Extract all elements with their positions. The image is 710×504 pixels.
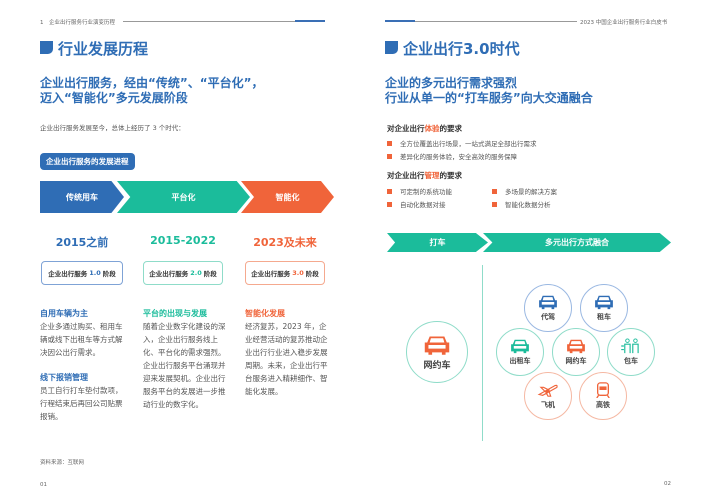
item-text: 全方位覆盖出行场景，一站式满足全部出行需求 <box>400 140 537 148</box>
stage3-heading: 智能化发展 <box>245 309 285 318</box>
experience-heading: 对企业出行体验的要求 <box>387 123 462 134</box>
circle-label: 飞机 <box>541 401 555 409</box>
header-accent <box>295 20 325 22</box>
management-item: 多场景的解决方案 <box>492 186 557 196</box>
page-number-left: 01 <box>40 482 47 488</box>
people-icon <box>620 338 642 354</box>
header-divider-right <box>385 21 577 22</box>
stage2-heading: 平台的出现与发展 <box>143 309 207 318</box>
subtitle-line-1: 企业出行服务，经由“传统”、“平台化”， <box>40 76 264 90</box>
car-icon <box>422 334 452 356</box>
section-header: 1 企业出行服务行业演变历程 <box>40 20 116 26</box>
circle-label: 网约车 <box>565 357 587 365</box>
stage-label: 企业出行服务 <box>251 270 291 278</box>
chauffeur-icon <box>537 294 559 310</box>
subtitle-right-1: 企业的多元出行需求强烈 <box>385 76 518 90</box>
year-stage-3: 2023及未来 <box>253 236 317 249</box>
train-icon <box>592 382 614 398</box>
management-item: 智能化数据分析 <box>492 199 551 209</box>
page-title: 行业发展历程 <box>58 40 149 58</box>
page-title-right: 企业出行3.0时代 <box>403 40 520 58</box>
stage-box-1: 企业出行服务 1.0 阶段 <box>41 261 123 285</box>
bullet-icon <box>492 201 497 207</box>
experience-item: 差异化的服务体验，安全高效的服务保障 <box>387 151 517 161</box>
header-accent-right <box>385 20 415 22</box>
stage-suffix: 阶段 <box>102 270 116 278</box>
stage2-text: 随着企业数字化建设的深入，企业出行服务线上化、平台化的需求强烈。企业出行服务平台… <box>143 322 226 409</box>
circle-ride-hailing: 网约车 <box>552 328 600 376</box>
circle-label: 租车 <box>597 313 611 321</box>
item-text: 差异化的服务体验，安全高效的服务保障 <box>400 153 517 161</box>
ride-hailing-main-circle: 网约车 <box>406 321 468 383</box>
progress-pill: 企业出行服务的发展进程 <box>40 153 135 170</box>
stage1-text-2: 员工自行打车垫付款项，行程结束后再回公司贴票报销。 <box>40 386 123 421</box>
subtitle-right-2: 行业从单一的“打车服务”向大交通融合 <box>385 91 593 105</box>
stage-label: 企业出行服务 <box>149 270 189 278</box>
heading-text: 的要求 <box>439 124 463 133</box>
circle-label: 高铁 <box>596 401 610 409</box>
stage-number: 3.0 <box>292 269 304 277</box>
stage-number: 1.0 <box>89 269 101 277</box>
stage-suffix: 阶段 <box>305 270 319 278</box>
circle-chauffeur: 代驾 <box>524 284 572 332</box>
circle-charter: 包车 <box>607 328 655 376</box>
chevron-platform: 平台化 <box>117 181 250 213</box>
taxi-icon <box>509 338 531 354</box>
circle-label: 代驾 <box>541 313 555 321</box>
stage-box-2: 企业出行服务 2.0 阶段 <box>143 261 223 285</box>
management-item: 自动化数据对接 <box>387 199 446 209</box>
item-text: 自动化数据对接 <box>400 201 446 209</box>
circle-flight: 飞机 <box>524 372 572 420</box>
management-heading: 对企业出行管理的要求 <box>387 170 462 181</box>
intro-text: 企业出行服务发展至今，总体上经历了 3 个时代： <box>40 124 185 132</box>
circle-rental: 租车 <box>580 284 628 332</box>
circle-label: 网约车 <box>423 360 451 371</box>
stage1-heading-2: 线下报销管理 <box>40 373 88 382</box>
heading-highlight: 体验 <box>424 124 440 133</box>
stage-box-3: 企业出行服务 3.0 阶段 <box>245 261 325 285</box>
item-text: 智能化数据分析 <box>505 201 551 209</box>
report-title: 2023 中国企业出行服务行业白皮书 <box>580 20 668 26</box>
header-divider <box>123 21 325 22</box>
item-text: 多场景的解决方案 <box>505 188 557 196</box>
item-text: 可定制的系统功能 <box>400 188 452 196</box>
vertical-divider <box>482 265 483 441</box>
bullet-icon <box>387 153 392 159</box>
plane-icon <box>537 382 559 398</box>
source-note: 资料来源：互联网 <box>40 460 85 466</box>
year-stage-1: 2015之前 <box>55 236 109 249</box>
heading-text: 对企业出行 <box>387 171 425 180</box>
stage-suffix: 阶段 <box>203 270 217 278</box>
title-marker-icon <box>385 41 398 54</box>
subtitle-line-2: 迈入“智能化”多元发展阶段 <box>40 91 188 105</box>
bullet-icon <box>387 201 392 207</box>
chevron-smart: 智能化 <box>241 181 334 213</box>
circle-taxi: 出租车 <box>496 328 544 376</box>
stage3-text: 经济复苏，2023 年，企业经营活动的复苏推动企业出行行业进入稳步发展周期。未来… <box>245 322 328 396</box>
title-marker-icon <box>40 41 53 54</box>
stage1-text-1: 企业多通过购买、租用车辆或线下出租车等方式解决因公出行需求。 <box>40 322 123 357</box>
circle-label: 出租车 <box>509 357 531 365</box>
circle-rail: 高铁 <box>579 372 627 420</box>
circle-label: 包车 <box>624 357 638 365</box>
chevron-taxi: 打车 <box>387 233 488 252</box>
page-number-right: 02 <box>664 481 671 487</box>
chevron-traditional: 传统用车 <box>40 181 124 213</box>
management-item: 可定制的系统功能 <box>387 186 452 196</box>
car-icon <box>593 294 615 310</box>
bullet-icon <box>492 188 497 194</box>
stage1-heading-1: 自用车辆为主 <box>40 309 88 318</box>
heading-text: 的要求 <box>439 171 463 180</box>
heading-text: 对企业出行 <box>387 124 425 133</box>
bullet-icon <box>387 188 392 194</box>
year-stage-2: 2015-2022 <box>150 234 216 247</box>
experience-item: 全方位覆盖出行场景，一站式满足全部出行需求 <box>387 138 537 148</box>
car-icon <box>565 338 587 354</box>
stage-number: 2.0 <box>190 269 202 277</box>
heading-highlight: 管理 <box>424 171 440 180</box>
chevron-multimodal: 多元出行方式融合 <box>483 233 671 252</box>
bullet-icon <box>387 140 392 146</box>
stage-label: 企业出行服务 <box>48 270 88 278</box>
